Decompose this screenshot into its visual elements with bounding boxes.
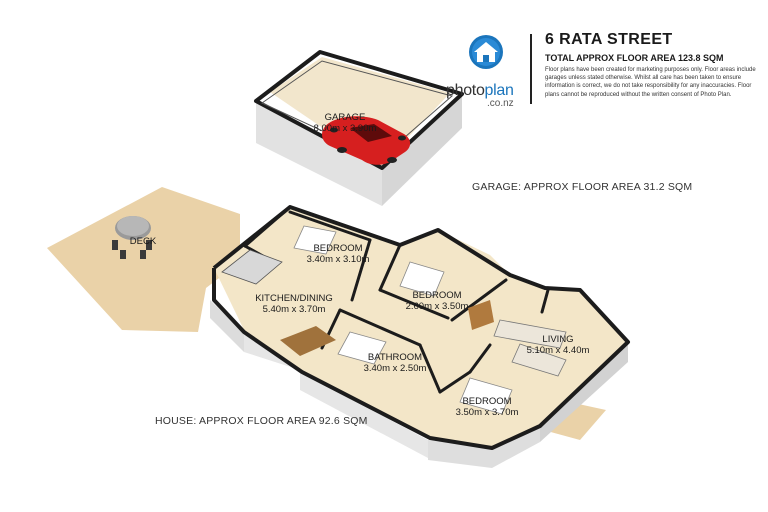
room-label: KITCHEN/DINING xyxy=(255,293,333,304)
dining-table xyxy=(280,326,336,356)
car-icon xyxy=(322,116,411,165)
brand-word-accent: plan xyxy=(484,82,514,99)
house-area-caption: HOUSE: APPROX FLOOR AREA 92.6 SQM xyxy=(155,415,368,427)
room-dims: 3.40m x 3.10m xyxy=(307,254,370,265)
property-address: 6 RATA STREET xyxy=(545,31,673,48)
house-floor xyxy=(214,207,626,448)
room-label: BEDROOM xyxy=(462,396,511,407)
garage-dims: 8.00m x 3.90m xyxy=(314,123,377,134)
room-dims: 5.10m x 4.40m xyxy=(527,345,590,356)
bed-icon xyxy=(293,225,337,255)
disclaimer-text: Floor plans have been created for market… xyxy=(545,67,756,98)
room-dims: 3.50m x 3.70m xyxy=(456,407,519,418)
deck-label: DECK xyxy=(130,236,157,247)
room-label: BATHROOM xyxy=(368,352,422,363)
total-floor-area: TOTAL APPROX FLOOR AREA 123.8 SQM xyxy=(545,53,724,63)
bed-icon xyxy=(459,377,513,415)
room-dims: 5.40m x 3.70m xyxy=(263,304,326,315)
room-label: BEDROOM xyxy=(412,290,461,301)
house-side-walls xyxy=(210,270,628,468)
room-label: LIVING xyxy=(542,334,573,345)
deck-table xyxy=(112,216,152,259)
kitchen-counter xyxy=(221,249,283,285)
brand-word-main: photo xyxy=(446,82,485,99)
bed-icon xyxy=(399,261,445,297)
room-label: BEDROOM xyxy=(313,243,362,254)
header-divider xyxy=(530,34,532,104)
fireplace xyxy=(468,300,494,330)
deck-floor xyxy=(47,187,240,332)
bathtub xyxy=(337,331,387,365)
brand-wordmark: photoplan xyxy=(446,82,514,100)
house-outer-wall xyxy=(212,205,630,450)
garage-area-caption: GARAGE: APPROX FLOOR AREA 31.2 SQM xyxy=(472,181,692,193)
sofa xyxy=(493,319,567,377)
room-dims: 3.40m x 2.50m xyxy=(364,363,427,374)
house-icon xyxy=(469,35,503,69)
room-dims: 2.60m x 3.50m xyxy=(406,301,469,312)
brand-domain: .co.nz xyxy=(487,98,514,109)
garage-label: GARAGE xyxy=(325,112,366,123)
